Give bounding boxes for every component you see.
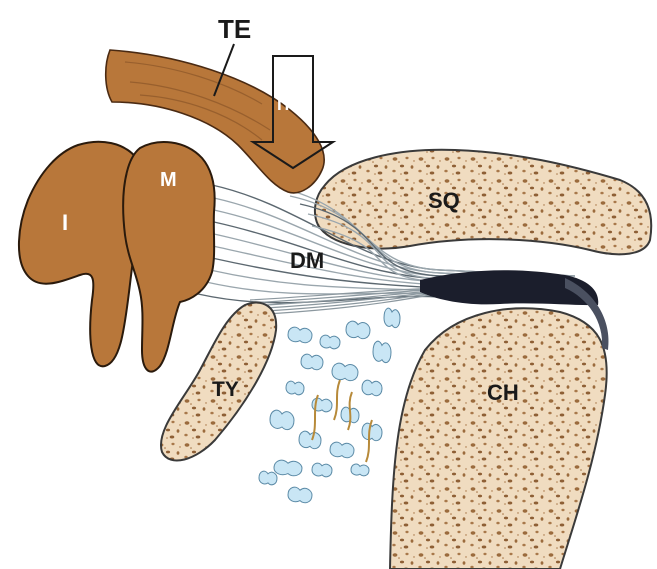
fragment-strand xyxy=(334,380,340,420)
fragment-blob xyxy=(351,464,369,476)
bone-fragments xyxy=(259,308,400,503)
fragment-blob xyxy=(274,460,302,476)
fragment-blob xyxy=(373,341,391,362)
fragment-blob xyxy=(330,442,354,458)
fragment-blob xyxy=(346,321,370,339)
fragment-blob xyxy=(301,354,323,370)
condylar-head-bone xyxy=(390,308,607,569)
label-ite: ITE xyxy=(277,95,303,114)
squamous-bone xyxy=(315,150,651,255)
fragment-blob xyxy=(362,380,382,396)
fragment-blob xyxy=(288,327,312,343)
fragment-blob xyxy=(259,471,277,485)
label-condylar-head: CH xyxy=(487,380,519,405)
fragment-blob xyxy=(332,363,358,381)
label-tympanic: TY xyxy=(212,378,239,401)
label-incus: I xyxy=(62,210,68,235)
fragment-blob xyxy=(362,423,382,441)
fragment-blob xyxy=(320,335,340,349)
fragment-blob xyxy=(286,381,304,395)
fragment-blob xyxy=(270,410,294,429)
fragment-blob xyxy=(384,308,400,327)
label-malleus: M xyxy=(160,169,177,191)
label-te: TE xyxy=(218,14,251,44)
fragment-blob xyxy=(312,463,332,477)
fragment-blob xyxy=(288,487,312,503)
label-disco-malleolar: DM xyxy=(290,248,324,273)
fragment-blob xyxy=(299,431,321,449)
label-squamous: SQ xyxy=(428,188,460,213)
